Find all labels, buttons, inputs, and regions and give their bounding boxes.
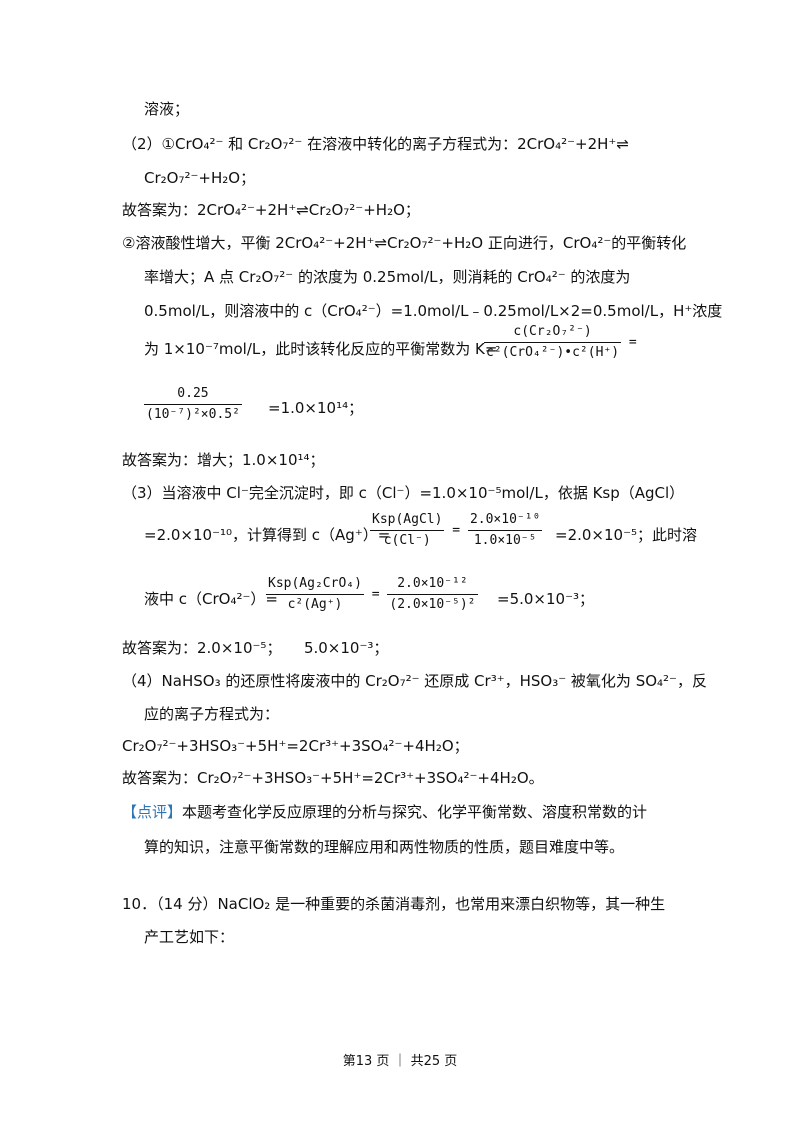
fraction-denominator: c²(Ag⁺) bbox=[287, 597, 343, 612]
fraction-denominator: 1.0×10⁻⁵ bbox=[473, 533, 537, 548]
text-line: 故答案为：增大；1.0×10¹⁴； bbox=[122, 451, 325, 469]
fraction-denominator: c²(CrO₄²⁻)•c²(H⁺) bbox=[486, 345, 620, 360]
text-line: =2.0×10⁻⁵；此时溶 bbox=[555, 526, 698, 544]
question-heading: 10．（14 分）NaClO₂ 是一种重要的杀菌消毒剂，也常用来漂白织物等，其一… bbox=[122, 895, 666, 913]
page-footer: 第13 页 ｜ 共25 页 bbox=[342, 1054, 458, 1069]
text-line: 产工艺如下： bbox=[144, 928, 235, 946]
text-line: （2）①CrO₄²⁻ 和 Cr₂O₇²⁻ 在溶液中转化的离子方程式为：2CrO₄… bbox=[122, 135, 629, 153]
text-line: 故答案为：Cr₂O₇²⁻+3HSO₃⁻+5H⁺=2Cr³⁺+3SO₄²⁻+4H₂… bbox=[122, 769, 544, 787]
equals-sign: = bbox=[628, 335, 637, 350]
fraction-numerator: 0.25 bbox=[144, 384, 242, 405]
fraction-denominator: c(Cl⁻) bbox=[383, 533, 431, 548]
text-line: Cr₂O₇²⁻+H₂O； bbox=[144, 169, 256, 187]
text-line: 溶液； bbox=[144, 100, 190, 118]
fraction-numerator: c(Cr₂O₇²⁻) bbox=[484, 322, 622, 343]
fraction-denominator: (2.0×10⁻⁵)² bbox=[389, 597, 476, 612]
fraction-numerator: Ksp(AgCl) bbox=[370, 510, 445, 531]
text-line: （4）NaHSO₃ 的还原性将废液中的 Cr₂O₇²⁻ 还原成 Cr³⁺，HSO… bbox=[122, 672, 707, 690]
text-line: =5.0×10⁻³； bbox=[497, 590, 595, 608]
fraction-denominator: (10⁻⁷)²×0.5² bbox=[146, 407, 240, 422]
text-line: 液中 c（CrO₄²⁻）= bbox=[144, 590, 278, 608]
text-line: （3）当溶液中 Cl⁻完全沉淀时，即 c（Cl⁻）=1.0×10⁻⁵mol/L，… bbox=[122, 484, 685, 502]
equals-sign: = bbox=[371, 587, 380, 602]
comment-line: 【点评】本题考查化学反应原理的分析与探究、化学平衡常数、溶度积常数的计 bbox=[122, 801, 647, 823]
text-line: 0.5mol/L，则溶液中的 c（CrO₄²⁻）=1.0mol/L﹣0.25mo… bbox=[144, 302, 723, 320]
comment-tag: 【点评】 bbox=[122, 803, 183, 821]
text-line: =1.0×10¹⁴； bbox=[268, 399, 364, 417]
text-line: =2.0×10⁻¹⁰，计算得到 c（Ag⁺）= bbox=[144, 526, 391, 544]
text-line: ②溶液酸性增大，平衡 2CrO₄²⁻+2H⁺⇌Cr₂O₇²⁻+H₂O 正向进行，… bbox=[122, 234, 687, 252]
text-line: 故答案为：2.0×10⁻⁵； 5.0×10⁻³； bbox=[122, 639, 389, 657]
comment-text: 本题考查化学反应原理的分析与探究、化学平衡常数、溶度积常数的计 bbox=[182, 803, 648, 821]
fraction-numerator: 2.0×10⁻¹² bbox=[387, 574, 478, 595]
text-line: 应的离子方程式为： bbox=[144, 705, 280, 723]
equals-sign: = bbox=[452, 523, 461, 538]
text-line: 为 1×10⁻⁷mol/L，此时该转化反应的平衡常数为 K= bbox=[144, 340, 498, 358]
text-line: 算的知识，注意平衡常数的理解应用和两性物质的性质，题目难度中等。 bbox=[144, 838, 625, 856]
fraction-numerator: Ksp(Ag₂CrO₄) bbox=[266, 574, 364, 595]
equilibrium-constant-fraction: c(Cr₂O₇²⁻) c²(CrO₄²⁻)•c²(H⁺) = bbox=[484, 322, 637, 363]
chromate-fraction: Ksp(Ag₂CrO₄) c²(Ag⁺) = 2.0×10⁻¹² (2.0×10… bbox=[266, 574, 478, 615]
text-line: 率增大；A 点 Cr₂O₇²⁻ 的浓度为 0.25mol/L，则消耗的 CrO₄… bbox=[144, 268, 631, 286]
silver-ion-fraction: Ksp(AgCl) c(Cl⁻) = 2.0×10⁻¹⁰ 1.0×10⁻⁵ bbox=[370, 510, 543, 551]
text-line: Cr₂O₇²⁻+3HSO₃⁻+5H⁺=2Cr³⁺+3SO₄²⁻+4H₂O； bbox=[122, 737, 469, 755]
fraction-numerator: 2.0×10⁻¹⁰ bbox=[467, 510, 543, 531]
calculation-fraction: 0.25 (10⁻⁷)²×0.5² bbox=[144, 384, 242, 425]
text-line: 故答案为：2CrO₄²⁻+2H⁺⇌Cr₂O₇²⁻+H₂O； bbox=[122, 201, 420, 219]
